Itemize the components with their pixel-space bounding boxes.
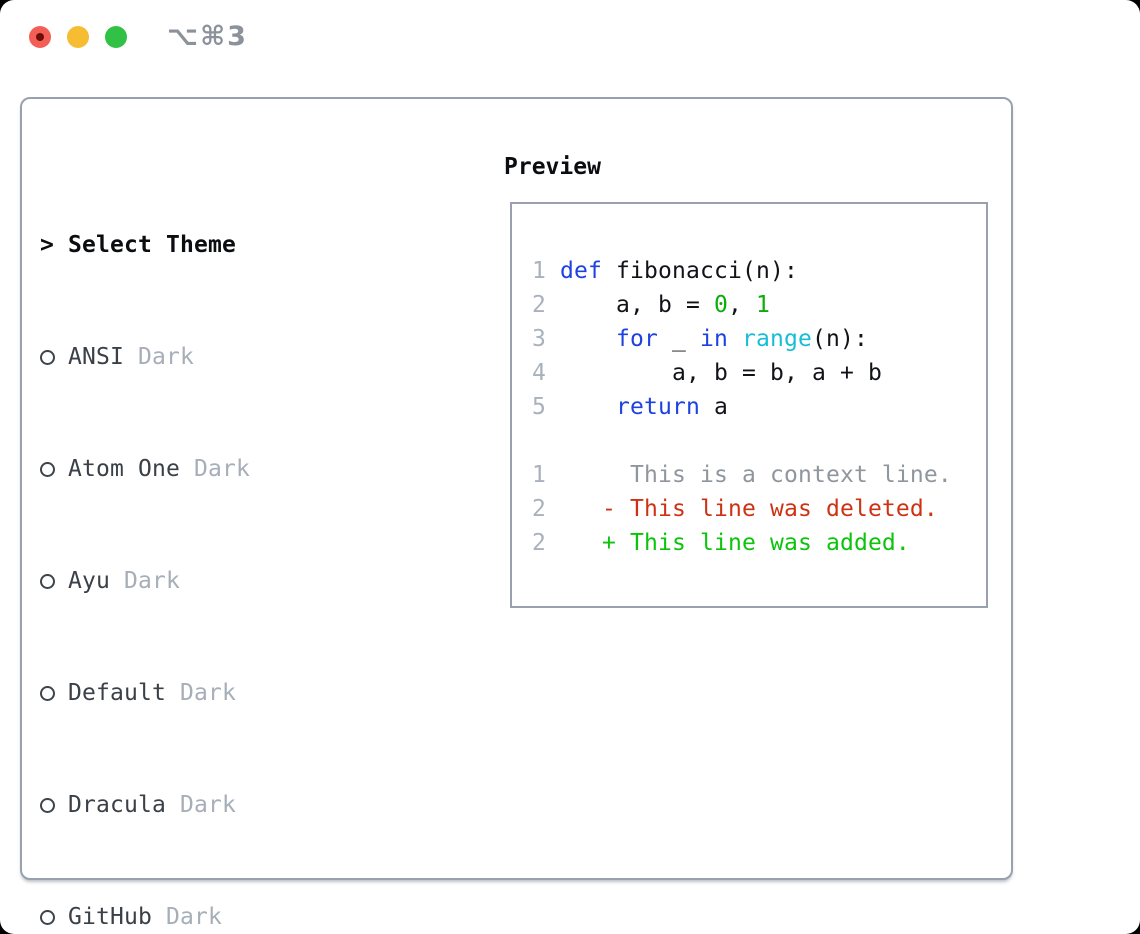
code-token: a — [699, 394, 728, 420]
diff-line-added: 2 + This line was added. — [532, 526, 986, 560]
code-token: 0 — [713, 292, 728, 318]
code-token: range — [742, 326, 812, 352]
theme-name: Default — [68, 680, 166, 706]
code-token: for — [616, 326, 658, 352]
keyboard-shortcut-label: ⌥⌘3 — [167, 21, 248, 52]
code-token: (n): — [812, 326, 868, 352]
code-line-2: 2 a, b = 0, 1 — [532, 288, 986, 322]
code-token — [560, 326, 616, 352]
theme-name: Atom One — [68, 456, 180, 482]
code-token: a, b = b, a + b — [560, 360, 882, 386]
select-theme-header: > Select Theme — [40, 228, 432, 262]
code-token: in — [700, 326, 728, 352]
theme-variant: Dark — [124, 568, 180, 594]
line-number: 2 — [532, 496, 546, 522]
code-token — [560, 394, 616, 420]
line-number: 1 — [532, 462, 546, 488]
theme-option-default-dark[interactable]: Default Dark — [40, 676, 432, 710]
code-token: , — [727, 292, 756, 318]
list-title: Select Theme — [68, 232, 236, 258]
theme-option-ayu-dark[interactable]: Ayu Dark — [40, 564, 432, 598]
diff-line-deleted: 2 - This line was deleted. — [532, 492, 986, 526]
prompt-icon: > — [40, 232, 54, 258]
diff-line-context: 1 This is a context line. — [532, 458, 986, 492]
preview-title: Preview — [504, 154, 601, 180]
code-line-5: 5 return a — [532, 390, 986, 424]
code-line-1: 1 def fibonacci(n): — [532, 254, 986, 288]
theme-name: Ayu — [68, 568, 110, 594]
theme-variant: Dark — [138, 344, 194, 370]
radio-unselected-icon — [40, 573, 68, 589]
theme-variant: Dark — [165, 904, 222, 930]
line-number: 1 — [532, 258, 546, 284]
line-number: 3 — [532, 326, 546, 352]
code-token: return — [616, 394, 700, 420]
theme-option-github-dark[interactable]: GitHub Dark — [40, 900, 432, 934]
close-button[interactable] — [29, 26, 51, 48]
line-number: 2 — [532, 530, 546, 556]
code-token: def — [560, 258, 602, 284]
code-token: fibonacci(n): — [602, 258, 798, 284]
radio-unselected-icon — [40, 349, 68, 365]
unsaved-dot-icon — [36, 33, 44, 41]
preview-pane: 1 def fibonacci(n): 2 a, b = 0, 1 3 for _… — [510, 202, 988, 608]
theme-picker-panel: > Select Theme ANSI Dark Atom One Dark A… — [20, 97, 1013, 930]
line-number: 5 — [532, 394, 546, 420]
theme-variant: Dark — [179, 792, 236, 818]
theme-variant: Dark — [193, 456, 250, 482]
theme-option-atom-one-dark[interactable]: Atom One Dark — [40, 452, 432, 486]
line-number: 2 — [532, 292, 546, 318]
zoom-button[interactable] — [105, 26, 127, 48]
theme-name: GitHub — [68, 904, 152, 930]
theme-option-dracula-dark[interactable]: Dracula Dark — [40, 788, 432, 822]
diff-added-text: + This line was added. — [560, 530, 910, 556]
radio-unselected-icon — [40, 461, 68, 477]
theme-name: Dracula — [68, 792, 166, 818]
theme-name: ANSI — [68, 344, 124, 370]
blank-line — [532, 424, 986, 458]
radio-unselected-icon — [40, 909, 68, 925]
theme-list: > Select Theme ANSI Dark Atom One Dark A… — [40, 150, 432, 934]
theme-option-ansi-dark[interactable]: ANSI Dark — [40, 340, 432, 374]
minimize-button[interactable] — [67, 26, 89, 48]
code-line-3: 3 for _ in range(n): — [532, 322, 986, 356]
line-number: 4 — [532, 360, 546, 386]
code-token: _ — [658, 326, 700, 352]
theme-variant: Dark — [179, 680, 236, 706]
diff-deleted-text: - This line was deleted. — [560, 496, 938, 522]
code-token: a, b = — [560, 292, 714, 318]
code-token: 1 — [755, 292, 770, 318]
code-line-4: 4 a, b = b, a + b — [532, 356, 986, 390]
radio-unselected-icon — [40, 797, 68, 813]
radio-unselected-icon — [40, 685, 68, 701]
diff-context-text: This is a context line. — [560, 462, 952, 488]
code-token — [728, 326, 742, 352]
